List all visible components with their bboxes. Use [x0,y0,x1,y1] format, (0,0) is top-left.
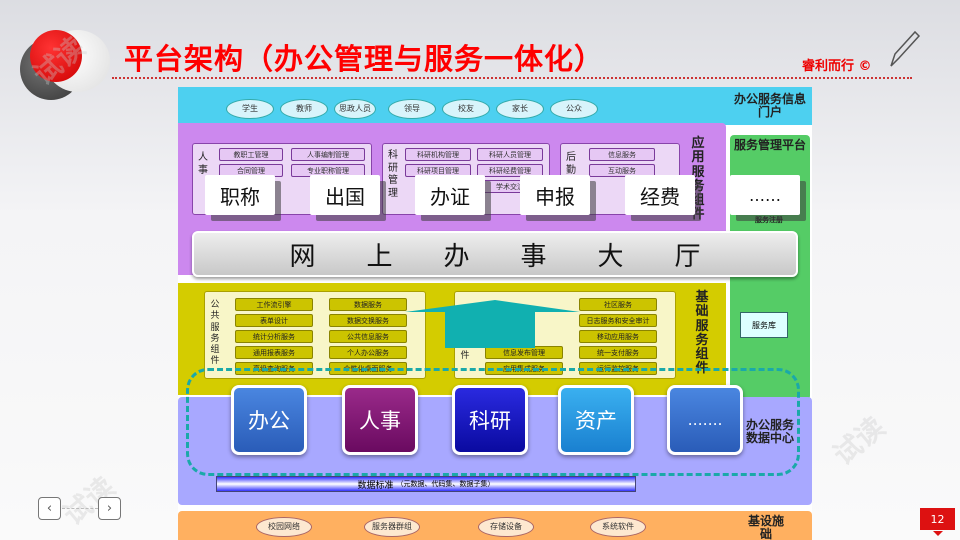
logo-circle-red [30,30,82,82]
user-oval: 家长 [496,99,544,119]
user-oval: 思政人员 [334,99,376,119]
hall-char: 网 [289,241,316,272]
slide-title: 平台架构（办公管理与服务一体化） [124,42,605,76]
doc-card-abroad[interactable]: 出国 [310,175,380,215]
doc-card-more[interactable]: …… [730,175,800,215]
user-oval: 校友 [442,99,490,119]
data-center-label: 办公服务数据中心 [745,418,794,446]
infra-oval: 系统软件 [590,517,646,537]
tile-assets[interactable]: 资产 [558,385,634,455]
user-oval: 学生 [226,99,274,119]
next-slide-button[interactable]: › [98,497,121,520]
tile-research[interactable]: 科研 [452,385,528,455]
watermark: 试读 [826,410,892,472]
hall-char: 上 [366,241,393,272]
doc-card-title[interactable]: 职称 [205,175,275,215]
portal-label: 办公服务信息门户 [733,92,806,120]
service-library: 服务库 [740,312,788,338]
user-oval: 教师 [280,99,328,119]
public-components: 公共服务组件 工作流引擎 数据服务 表单设计 数据交换服务 统计分析服务 公共信… [204,291,426,379]
hall-char: 大 [597,241,624,272]
online-service-hall-bar[interactable]: 网 上 办 事 大 厅 [192,231,798,277]
user-oval: 领导 [388,99,436,119]
doc-card-funding[interactable]: 经费 [625,175,695,215]
infra-oval: 校园网络 [256,517,312,537]
data-standard-note: （元数据、代码集、数据子集） [396,480,495,488]
doc-card-certificate[interactable]: 办证 [415,175,485,215]
infra-label: 基设施础 [747,514,784,540]
hall-char: 厅 [674,241,701,272]
infra-oval: 存储设备 [478,517,534,537]
tile-hr[interactable]: 人事 [342,385,418,455]
data-standard-bar: 数据标准（元数据、代码集、数据子集） [216,476,636,492]
basic-label: 基础服务组件 [695,290,709,377]
data-standard-label: 数据标准 [357,480,394,491]
nav-divider [62,508,98,509]
doc-card-apply[interactable]: 申报 [520,175,590,215]
prev-slide-button[interactable]: ‹ [38,497,61,520]
pen-icon [890,30,921,67]
tile-office[interactable]: 办公 [231,385,307,455]
hall-char: 事 [520,241,547,272]
mgmt-platform-label: 服务管理平台 [734,138,807,152]
service-registry: 服务注册 [755,216,783,224]
tile-more[interactable]: ……. [667,385,743,455]
up-arrow-icon [405,300,580,348]
hall-char: 办 [443,241,470,272]
page-number: 12 [920,508,955,536]
user-oval: 公众 [550,99,598,119]
title-divider [112,77,912,79]
dashed-highlight-frame [186,368,800,476]
infra-oval: 服务器群组 [364,517,420,537]
brand-label: 睿利而行 © [802,59,872,74]
